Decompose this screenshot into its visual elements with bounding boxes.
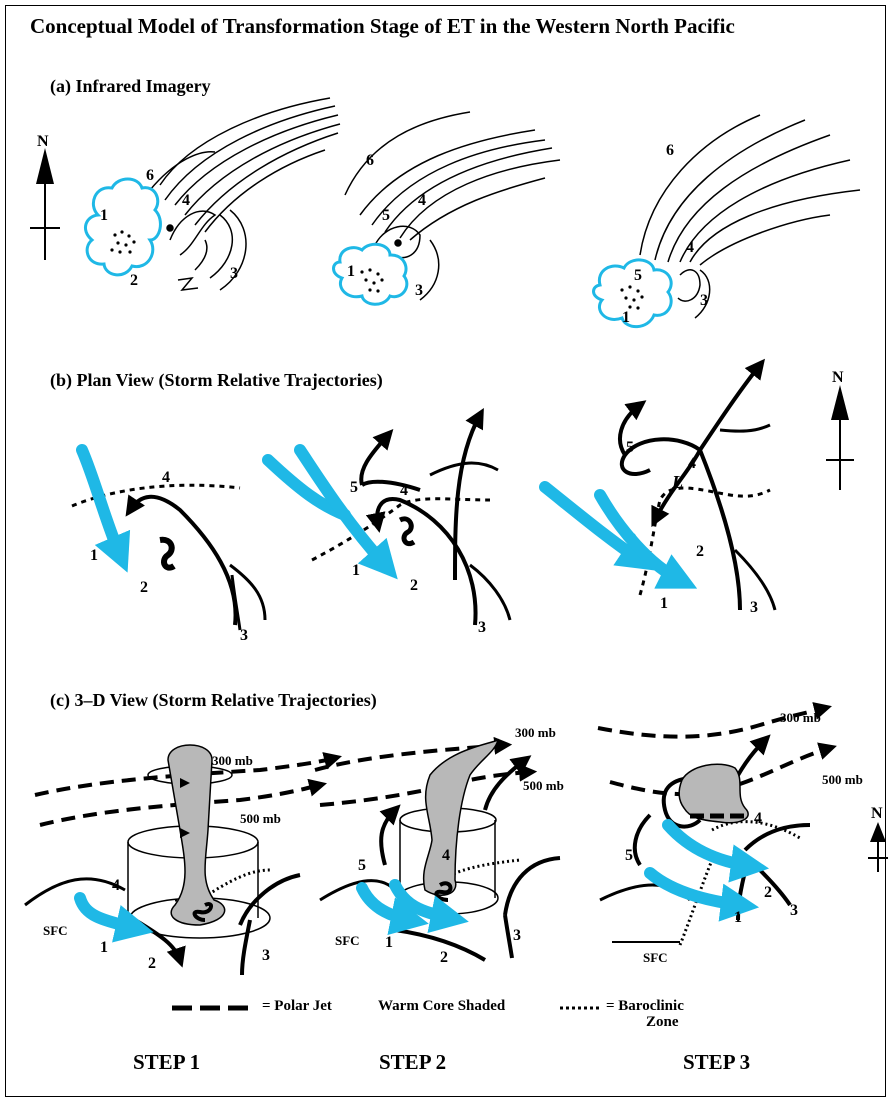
ir-step3-label-6: 6 xyxy=(666,142,674,159)
view3d-step2-label-5: 5 xyxy=(358,857,366,874)
view3d-step2-label-1: 1 xyxy=(385,934,393,951)
view3d-step3-sfc-label: SFC xyxy=(643,950,668,965)
plan-step1-label-1: 1 xyxy=(90,547,98,564)
legend-baroclinic-zone: Zone xyxy=(646,1014,679,1031)
ir-cold-cluster-step1 xyxy=(85,179,160,275)
view3d-step1-label-3: 3 xyxy=(262,947,270,964)
step-3-label: STEP 3 xyxy=(683,1050,750,1075)
legend-polar-jet: = Polar Jet xyxy=(262,998,332,1015)
ir-step2-label-4: 4 xyxy=(418,192,426,209)
step-2-label: STEP 2 xyxy=(379,1050,446,1075)
plan-step1-label-4: 4 xyxy=(162,469,170,486)
plan-step3-label-4: 4 xyxy=(688,455,696,472)
warm-core-step3 xyxy=(679,764,748,822)
ir-step1-label-1: 1 xyxy=(100,207,108,224)
view3d-step1-label-4: 4 xyxy=(112,877,120,894)
plan-step2-labels: 5 4 1 2 3 xyxy=(350,479,486,636)
ir-step2-label-6: 6 xyxy=(366,152,374,169)
ir-step2-label-5: 5 xyxy=(382,207,390,224)
view3d-step3-500mb-label: 500 mb xyxy=(822,772,863,787)
ir-step1-label-2: 2 xyxy=(130,272,138,289)
view3d-step3-300mb-label: 300 mb xyxy=(780,710,821,725)
plan-step2-label-5: 5 xyxy=(350,479,358,496)
plan-step2-label-1: 1 xyxy=(352,562,360,579)
ir-step3-label-5: 5 xyxy=(634,267,642,284)
plan-step2-label-2: 2 xyxy=(410,577,418,594)
view3d-step3-label-4: 4 xyxy=(754,810,762,827)
legend-warm-core: Warm Core Shaded xyxy=(378,998,505,1015)
view3d-step2-label-4: 4 xyxy=(442,847,450,864)
plan-step3-label-2: 2 xyxy=(696,543,704,560)
ir-step1-label-6: 6 xyxy=(146,167,154,184)
compass-n-label: N xyxy=(37,133,49,150)
view3d-step2-label-2: 2 xyxy=(440,949,448,966)
view3d-step2-sfc-label: SFC xyxy=(335,933,360,948)
warm-core-step2 xyxy=(424,740,498,900)
compass-c-n-label: N xyxy=(871,805,883,822)
compass-b-n-label: N xyxy=(832,369,844,386)
ir-step1-label-4: 4 xyxy=(182,192,190,209)
plan-step3-label-1: 1 xyxy=(660,595,668,612)
ir-cold-cluster-step3 xyxy=(594,260,672,327)
plan-step2-label-3: 3 xyxy=(478,619,486,636)
view3d-step3-label-3: 3 xyxy=(790,902,798,919)
plan-step3-low-label: L xyxy=(671,472,683,492)
view3d-step1-300mb-label: 300 mb xyxy=(212,753,253,768)
view3d-step3-blue-arrow xyxy=(650,825,750,905)
compass-b: N xyxy=(826,369,854,490)
ir-cloud-step1 xyxy=(150,98,340,290)
view3d-step1-500mb-label: 500 mb xyxy=(240,811,281,826)
view3d-step2-500mb-label: 500 mb xyxy=(523,778,564,793)
compass-a: N xyxy=(30,133,60,260)
compass-c: N xyxy=(868,805,888,872)
view3d-step3-label-5: 5 xyxy=(625,847,633,864)
ir-step3-label-3: 3 xyxy=(700,292,708,309)
plan-step3-blue-arrow xyxy=(545,487,680,580)
plan-step3-label-3: 3 xyxy=(750,599,758,616)
ir-step1-label-3: 3 xyxy=(230,265,238,282)
plan-step2-label-4: 4 xyxy=(400,482,408,499)
view3d-step1-label-1: 1 xyxy=(100,939,108,956)
ir-step3-label-1: 1 xyxy=(622,309,630,326)
plan-step1-label-2: 2 xyxy=(140,579,148,596)
plan-step2-blue-arrow xyxy=(268,450,385,565)
view3d-step2-label-3: 3 xyxy=(513,927,521,944)
view3d-step1-label-2: 2 xyxy=(148,955,156,972)
view3d-step3-label-1: 1 xyxy=(734,909,742,926)
plan-step1-blue-arrow xyxy=(82,450,120,555)
ir-step3-label-4: 4 xyxy=(686,239,694,256)
view3d-step2-300mb-label: 300 mb xyxy=(515,725,556,740)
plan-step3 xyxy=(620,365,775,610)
step-1-label: STEP 1 xyxy=(133,1050,200,1075)
plan-step1-label-3: 3 xyxy=(240,627,248,644)
ir-cold-cluster-step2 xyxy=(334,244,407,304)
legend-baroclinic: = Baroclinic xyxy=(606,998,684,1015)
view3d-step1-blue-arrow xyxy=(80,898,135,928)
ir-step2-label-1: 1 xyxy=(347,263,355,280)
view3d-step3-label-2: 2 xyxy=(764,884,772,901)
view3d-step1-sfc-label: SFC xyxy=(43,923,68,938)
plan-step3-label-5: 5 xyxy=(626,439,634,456)
ir-step2-label-3: 3 xyxy=(415,282,423,299)
